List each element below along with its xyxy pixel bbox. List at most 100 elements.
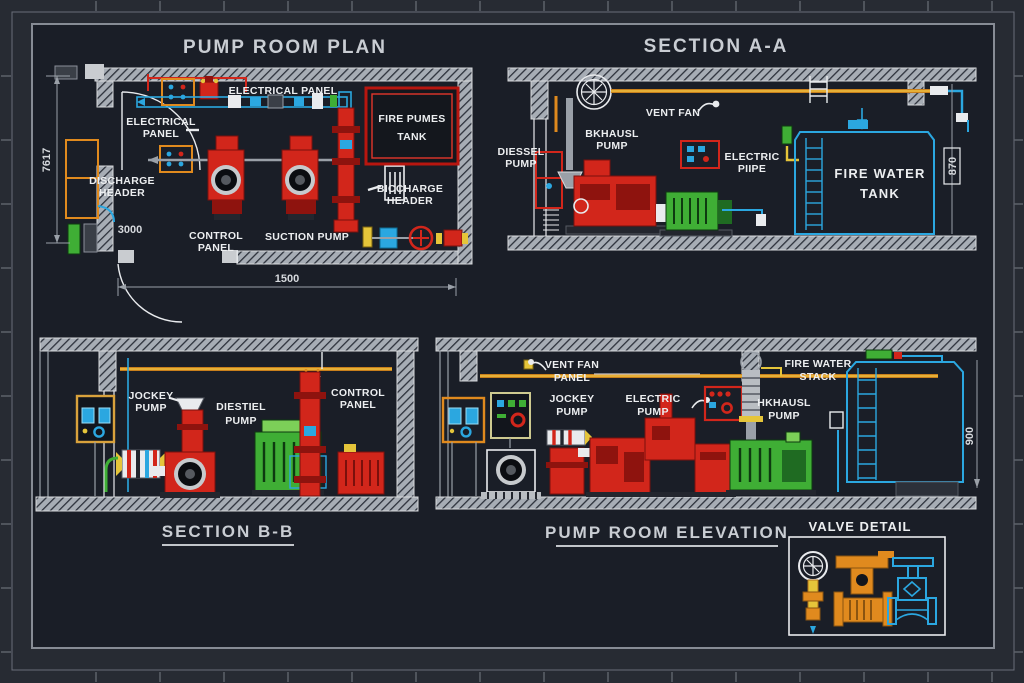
svg-text:PANEL: PANEL <box>554 372 591 384</box>
label-control-panel: CONTROL <box>189 230 243 242</box>
plan-door-arc-bottom <box>117 263 183 323</box>
svg-text:HEADER: HEADER <box>99 187 145 199</box>
label-electric-pipe: ELECTRIC <box>725 151 780 163</box>
aa-right-fittings <box>930 86 969 132</box>
label-electrical-panel-left: ELECTRICAL <box>126 116 196 128</box>
aa-ceiling-ladder <box>809 76 828 103</box>
plan-dim-door: 3000 <box>118 224 142 236</box>
svg-text:PUMP: PUMP <box>135 402 167 414</box>
svg-text:PUMP: PUMP <box>225 415 257 427</box>
bb-right-wall <box>396 350 415 499</box>
plan-dim-height: 7617 <box>41 75 70 244</box>
view-valve-detail: VALVE DETAIL <box>788 519 946 636</box>
svg-text:FIRE WATER: FIRE WATER <box>834 166 925 181</box>
bb-ceiling <box>39 337 419 352</box>
label-electrical-panel-top: ELECTRICAL PANEL <box>229 85 338 97</box>
aa-ceiling <box>507 67 977 82</box>
outer-trim-frame <box>11 11 1015 671</box>
plan-top-wall <box>94 67 473 82</box>
bb-control-cabinet <box>337 444 385 495</box>
svg-text:870: 870 <box>947 157 959 175</box>
plan-pump-2 <box>281 135 319 220</box>
bb-panel <box>75 394 116 496</box>
view-elevation: 900 VENT FAN PANEL JOCKEY PUMP ELECTRIC … <box>435 337 980 547</box>
view-section-aa: SECTION A-A <box>497 36 977 251</box>
label-bb-diesel-pump: DIESTIEL <box>216 401 266 413</box>
label-suction-pump: SUCTION PUMP <box>265 231 349 243</box>
plan-outside-cabinet <box>65 139 99 255</box>
label-jockey-pump: JOCKEY <box>129 390 174 402</box>
section-bb-title: SECTION B-B <box>162 522 295 541</box>
aa-dim-tank: 870 <box>943 84 961 234</box>
label-vent-fan: VENT FAN <box>646 107 700 119</box>
bb-main-pump <box>150 451 220 498</box>
plan-pump-1 <box>207 135 245 220</box>
plan-blue-pipe <box>136 91 352 111</box>
plan-dim-width: 1500 <box>117 273 457 296</box>
svg-text:7617: 7617 <box>41 148 53 172</box>
label-exhaust-pump: BKHAUSL <box>585 128 639 140</box>
plan-right-wall <box>457 80 473 265</box>
pressure-gauge-icon <box>798 551 828 634</box>
label-diesel-pump: DIESSEL <box>497 146 544 158</box>
el-ceiling <box>435 337 977 352</box>
el-fire-water-tank <box>846 349 964 497</box>
plan-bottom-wall <box>236 250 459 265</box>
section-aa-title: SECTION A-A <box>644 36 789 57</box>
view-section-bb: JOCKEY PUMP DIESTIEL PUMP CONTROL PANEL … <box>35 337 419 546</box>
aa-floor <box>507 235 977 251</box>
plan-red-fitting <box>199 76 219 100</box>
valve-detail-title: VALVE DETAIL <box>809 519 912 534</box>
svg-text:STACK: STACK <box>800 371 837 383</box>
elevation-title: PUMP ROOM ELEVATION <box>545 523 789 542</box>
label-discharge-header: DISCHARGE <box>89 175 155 187</box>
plan-fire-pumps-tank: FIRE PUMES TANK <box>364 86 460 166</box>
svg-text:900: 900 <box>964 427 976 445</box>
plan-title: PUMP ROOM PLAN <box>183 37 387 58</box>
svg-text:PANEL: PANEL <box>198 242 235 254</box>
corner-fitting <box>85 64 104 79</box>
plan-left-wall-upper <box>96 80 114 108</box>
el-panel-orange <box>441 396 486 496</box>
svg-text:PUMP: PUMP <box>505 158 537 170</box>
view-pump-room-plan: PUMP ROOM PLAN <box>41 37 473 323</box>
svg-text:TANK: TANK <box>397 131 427 143</box>
svg-text:PANEL: PANEL <box>143 128 180 140</box>
blue-valve-icon <box>887 557 937 625</box>
svg-text:TANK: TANK <box>860 186 900 201</box>
svg-text:PUMP: PUMP <box>768 410 800 422</box>
label-discharge-header-right: BICCHARGE <box>377 183 443 195</box>
el-circular-pump <box>481 449 541 499</box>
plan-strainer <box>384 165 405 201</box>
el-exhaust-stack <box>739 351 782 440</box>
svg-text:PIIPE: PIIPE <box>738 163 766 175</box>
label-bb-control-panel: CONTROL <box>331 387 385 399</box>
label-fire-water-stack: FIRE WATER <box>785 358 852 370</box>
bb-riser-pump <box>294 371 326 497</box>
svg-text:PUMP: PUMP <box>556 406 588 418</box>
valve-detail-box <box>788 536 946 636</box>
aa-fire-water-tank: FIRE WATER TANK <box>794 108 935 235</box>
vent-fan-icon <box>576 74 612 110</box>
aa-diesel-engine <box>565 159 669 235</box>
aa-electric-pump <box>659 191 733 237</box>
aa-control-panel <box>680 140 720 169</box>
label-el-electric-pump: ELECTRIC <box>626 393 681 405</box>
svg-text:HEADER: HEADER <box>387 195 433 207</box>
svg-text:PUMP: PUMP <box>596 140 628 152</box>
el-panel-indicators <box>490 392 531 448</box>
plan-door-arc-top <box>121 91 201 171</box>
svg-text:1500: 1500 <box>275 273 299 285</box>
el-electric-pump <box>578 393 736 497</box>
label-el-exhaust-pump: HKHAUSL <box>757 397 811 409</box>
el-jockey-pump <box>546 429 592 495</box>
label-el-jockey-pump: JOCKEY <box>550 393 595 405</box>
el-exhaust-pump-engine <box>726 431 816 495</box>
plan-valve-row <box>362 225 468 251</box>
svg-text:PUMP: PUMP <box>637 406 669 418</box>
svg-text:FIRE PUMES: FIRE PUMES <box>378 113 445 125</box>
el-dim-tank: 900 <box>964 360 980 488</box>
